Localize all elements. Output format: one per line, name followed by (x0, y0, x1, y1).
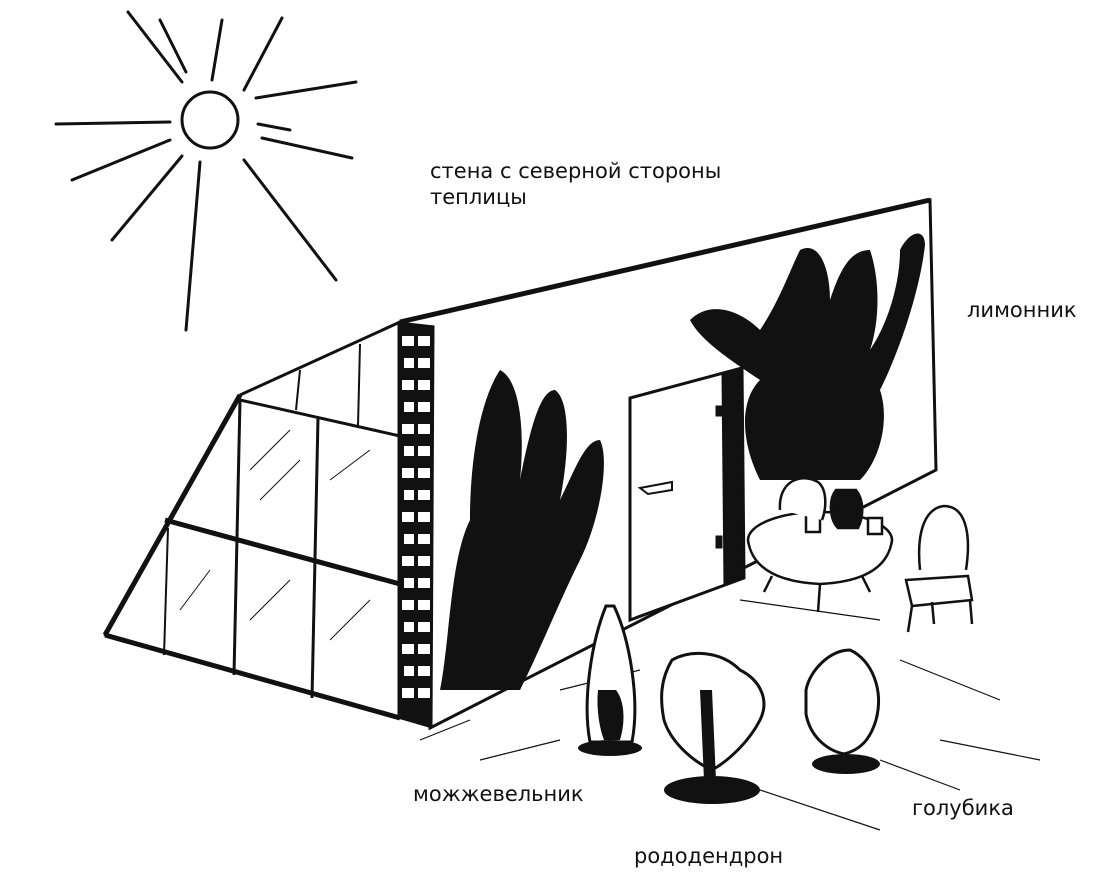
schisandra-label: лимонник (967, 298, 1077, 322)
ground (419, 599, 1041, 831)
juniper-label: можжевельник (413, 782, 584, 806)
chair-right (904, 504, 974, 633)
sun-icon (54, 10, 358, 332)
north-wall-label-line2: теплицы (430, 185, 527, 209)
chair-back (778, 477, 827, 521)
north-wall-label-line1: стена с северной стороны (430, 159, 722, 183)
greenhouse-glass (102, 320, 401, 721)
blueberry-label: голубика (912, 796, 1014, 820)
patio-table (746, 488, 894, 613)
door (628, 366, 746, 623)
north-wall-label: стена с северной стороны теплицы (430, 158, 721, 210)
rhododendron-shrub (660, 651, 766, 804)
rhododendron-label: рододендрон (634, 844, 784, 868)
brick-pillar (397, 321, 435, 729)
wall-shrubs (440, 370, 604, 690)
juniper-shrub (578, 604, 642, 756)
blueberry-shrub (804, 648, 880, 774)
